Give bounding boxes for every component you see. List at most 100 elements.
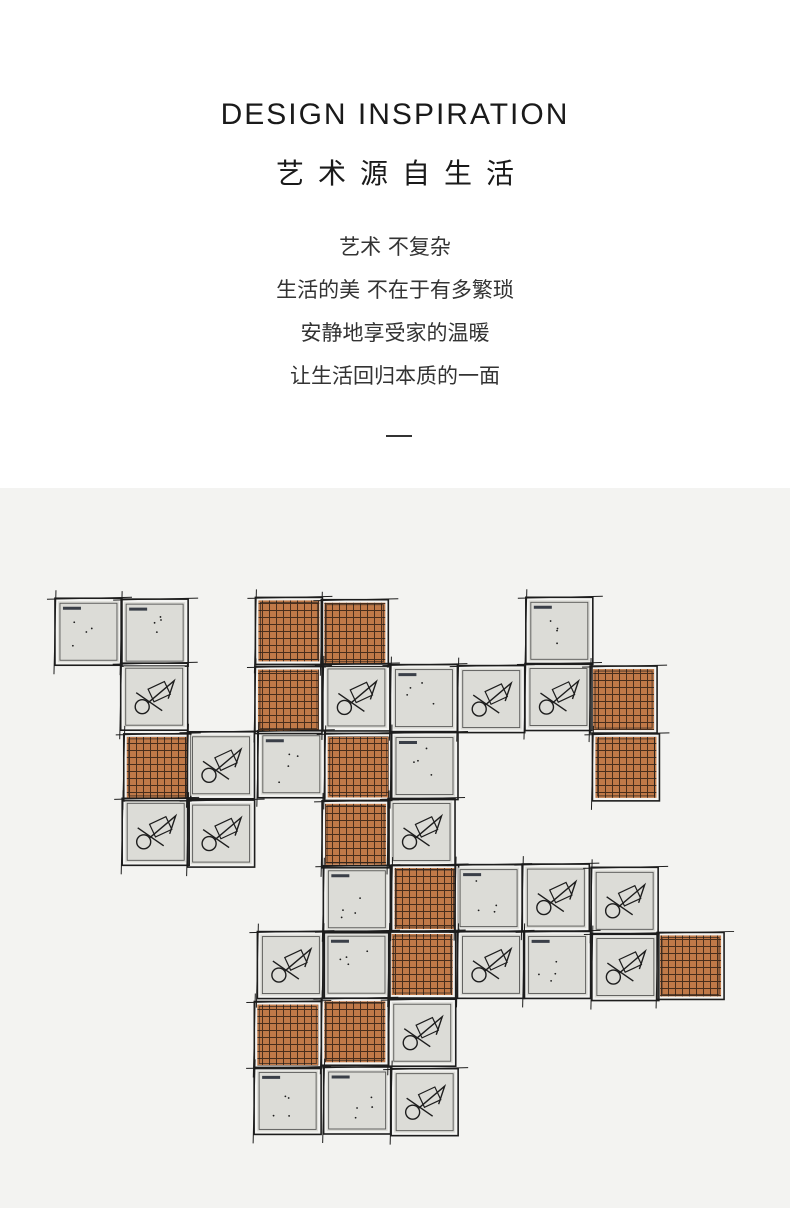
- figure-head: [404, 1104, 421, 1120]
- sketch-stroke: [390, 857, 394, 942]
- texture-dot: [370, 1096, 373, 1099]
- cell-fill: [391, 801, 453, 863]
- sketch-cell: [589, 665, 658, 734]
- sketch-cell: [253, 1066, 322, 1136]
- texture-dot: [278, 781, 281, 784]
- sketch-stroke: [246, 1000, 332, 1004]
- figure-furniture: [484, 948, 508, 971]
- floor-plan-sketch: [46, 589, 735, 1145]
- poem-line-4: 让生活回归本质的一面: [290, 364, 500, 388]
- cell-inner-outline: [462, 935, 520, 994]
- cell-fill: [460, 668, 522, 730]
- figure-head: [134, 699, 150, 715]
- texture-dot: [85, 631, 88, 633]
- sketch-cell: [522, 930, 592, 1000]
- cell-fill: [326, 868, 388, 930]
- texture-dot: [288, 753, 291, 756]
- cell-inner-outline: [327, 935, 386, 994]
- sketch-stroke: [447, 863, 533, 867]
- sketch-cell: [521, 863, 591, 932]
- sketch-stroke: [321, 857, 325, 942]
- cell-inner-outline: [327, 668, 386, 727]
- poem-block: 艺术 不复杂 生活的美 不在于有多繁琐 安静地享受家的温暖 让生活回归本质的一面: [0, 226, 790, 398]
- sketch-stroke: [314, 799, 400, 803]
- sketch-cell: [254, 665, 323, 735]
- cell-fill: [190, 803, 252, 865]
- sketch-stroke: [649, 930, 735, 934]
- texture-dot: [71, 644, 74, 647]
- figure-head: [471, 701, 487, 717]
- sketch-stroke: [387, 991, 391, 1076]
- texture-dot: [406, 693, 409, 696]
- sketch-cell: [387, 998, 457, 1068]
- sketch-stroke: [316, 731, 402, 735]
- cell-fill: [257, 1004, 319, 1066]
- sketch-stroke: [588, 658, 592, 743]
- sketch-stroke: [517, 595, 603, 599]
- cell-inner-outline: [596, 938, 655, 997]
- sketch-stroke: [382, 731, 469, 735]
- cell-fill: [124, 602, 186, 664]
- sketch-cell: [322, 1066, 392, 1135]
- figure-furniture: [283, 949, 308, 972]
- sketch-stroke: [114, 796, 200, 800]
- sketch-stroke: [256, 722, 260, 807]
- texture-dot: [284, 1095, 287, 1098]
- cell-inner-outline: [594, 670, 653, 729]
- texture-dot: [366, 950, 369, 953]
- sketch-stroke: [46, 596, 132, 600]
- cell-inner-outline: [526, 868, 585, 927]
- sketch-cell: [256, 930, 326, 1000]
- texture-dot: [477, 909, 480, 912]
- cell-fill: [458, 867, 520, 929]
- sketch-stroke: [389, 724, 393, 809]
- cell-inner-outline: [529, 668, 588, 726]
- cell-fill: [394, 1071, 456, 1133]
- sketch-cell: [390, 864, 460, 933]
- cell-inner-outline: [462, 670, 521, 729]
- texture-dot: [340, 916, 343, 919]
- sketch-cell: [253, 1000, 323, 1070]
- sketch-stroke: [322, 1058, 326, 1144]
- cell-inner-outline: [125, 603, 184, 662]
- divider-line: [386, 435, 412, 437]
- sketch-stroke: [313, 996, 399, 1000]
- cell-fill: [123, 666, 185, 728]
- sketch-stroke: [522, 923, 526, 1008]
- texture-dot: [354, 912, 357, 914]
- figure-head: [271, 967, 287, 983]
- sketch-stroke: [515, 929, 601, 933]
- cell-fill: [190, 734, 252, 796]
- figure-furniture: [484, 683, 509, 706]
- texture-dot: [287, 1097, 290, 1099]
- cell-fill: [260, 934, 322, 996]
- poem-line-3: 安静地享受家的温暖: [300, 321, 490, 345]
- cell-fill: [325, 803, 387, 865]
- sketch-cell: [390, 1067, 459, 1137]
- figure-furniture: [548, 881, 573, 904]
- figure-furniture: [349, 681, 374, 704]
- sketch-cell: [254, 596, 324, 666]
- sketch-stroke: [388, 656, 392, 741]
- sketch-stroke: [386, 790, 390, 875]
- sketch-stroke: [252, 993, 256, 1078]
- texture-dot: [153, 621, 156, 624]
- sketch-stroke: [315, 1065, 401, 1069]
- sketch-stroke: [455, 923, 459, 1008]
- cell-inner-outline: [393, 935, 452, 994]
- sketch-stroke: [589, 859, 593, 944]
- figure-furniture: [618, 951, 643, 974]
- sketch-cell: [320, 997, 390, 1067]
- sketch-stroke: [323, 725, 327, 810]
- texture-dot: [555, 960, 558, 963]
- texture-dot: [342, 909, 344, 912]
- figure-head: [201, 835, 217, 852]
- texture-dot: [371, 1106, 374, 1108]
- texture-dot: [432, 702, 435, 705]
- sketch-stroke: [313, 598, 399, 602]
- figure-furniture: [214, 817, 239, 840]
- cell-fill: [393, 735, 455, 797]
- sketch-cell: [387, 930, 457, 999]
- sketch-cell: [54, 597, 123, 667]
- sketch-cell: [390, 731, 459, 801]
